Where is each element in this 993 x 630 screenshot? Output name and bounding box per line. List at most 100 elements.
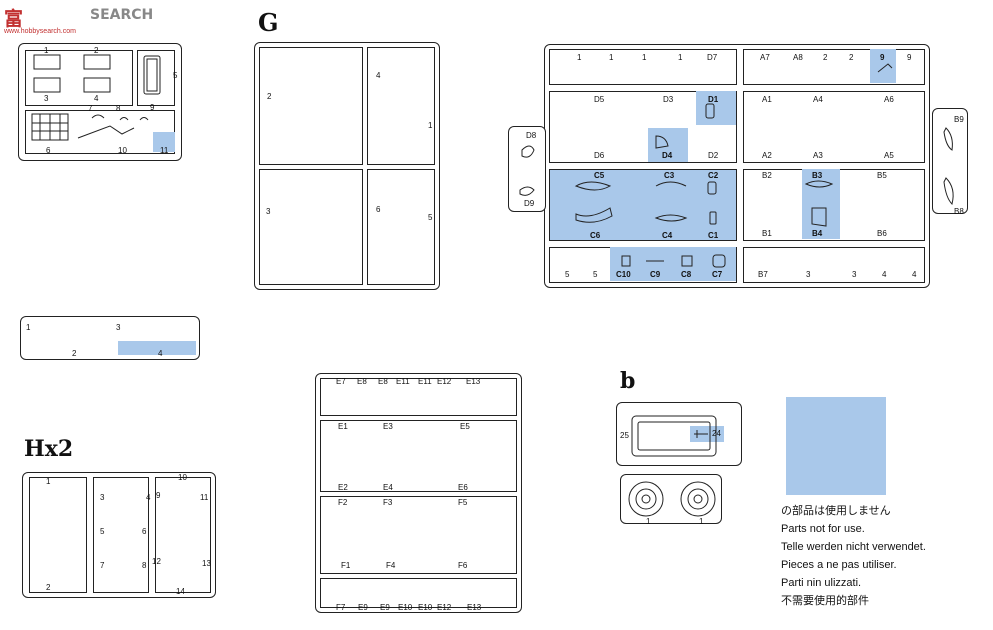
legend-line-it: Parti nin ulizzati. [781, 577, 862, 589]
part-label: C2 [708, 171, 719, 180]
sprue-g-parts-top [367, 47, 435, 165]
part-label: A8 [793, 53, 803, 62]
sprue-e-row3 [320, 496, 517, 574]
part-label: 1 [26, 323, 31, 332]
part-label: C9 [650, 270, 661, 279]
part-label: 1 [678, 53, 683, 62]
part-label: D8 [526, 131, 537, 140]
part-label: E10 [398, 603, 413, 612]
part-label: B1 [762, 229, 772, 238]
part-label: E11 [418, 377, 432, 386]
part-label: A5 [884, 151, 894, 160]
part-label: 4 [882, 270, 887, 279]
part-label: 1 [642, 53, 647, 62]
part-label: 10 [118, 146, 127, 155]
part-label: 5 [173, 71, 178, 80]
part-label: F7 [336, 603, 346, 612]
part-label: 2 [94, 46, 99, 55]
unused-part-highlight [610, 247, 736, 281]
part-label: C6 [590, 231, 601, 240]
part-label: D5 [594, 95, 605, 104]
part-label: 10 [178, 473, 187, 482]
part-label: D3 [663, 95, 674, 104]
part-label: F2 [338, 498, 348, 507]
part-label: 1 [699, 517, 704, 526]
part-label: E11 [396, 377, 410, 386]
part-label: 12 [152, 557, 161, 566]
part-label: B8 [954, 207, 964, 216]
main-row-bottom-right [743, 247, 925, 283]
sprue-h [22, 472, 216, 598]
legend-line-en: Parts not for use. [781, 523, 865, 535]
part-label: E2 [338, 483, 348, 492]
sprue-h-wheel-bay [29, 477, 87, 593]
part-label: 7 [100, 561, 105, 570]
part-label: E8 [378, 377, 388, 386]
part-label: 2 [267, 92, 272, 101]
sprue-e-row2 [320, 420, 517, 492]
part-label: 3 [852, 270, 857, 279]
part-label: 25 [620, 431, 629, 440]
legend-line-ja: の部品は使用しません [781, 505, 891, 517]
unused-part-highlight [870, 49, 896, 83]
part-label: C10 [616, 270, 631, 279]
part-label: F3 [383, 498, 393, 507]
part-label: F5 [458, 498, 468, 507]
watermark-search-text: SEARCH [90, 7, 154, 23]
sprue-g-horse-2 [259, 47, 363, 165]
main-row-c-unused [549, 169, 737, 241]
part-label: E7 [336, 377, 346, 386]
sprue-rifles [20, 316, 200, 360]
part-label: 1 [646, 517, 651, 526]
part-label: 9 [907, 53, 912, 62]
part-label: A4 [813, 95, 823, 104]
part-label: 14 [176, 587, 185, 596]
part-label: 3 [116, 323, 121, 332]
part-label: 3 [806, 270, 811, 279]
part-label: 2 [823, 53, 828, 62]
part-label: E4 [383, 483, 393, 492]
part-label: C7 [712, 270, 723, 279]
part-label: 6 [142, 527, 147, 536]
part-label: C4 [662, 231, 673, 240]
part-label: D4 [662, 151, 673, 160]
part-label: C8 [681, 270, 692, 279]
part-label: B7 [758, 270, 768, 279]
part-label: B4 [812, 229, 823, 238]
part-label: 11 [160, 146, 169, 155]
sprue-g [254, 42, 440, 290]
part-label: 3 [100, 493, 105, 502]
part-label: 6 [46, 146, 51, 155]
part-label: A2 [762, 151, 772, 160]
part-label: 3 [266, 207, 271, 216]
part-label: 4 [376, 71, 381, 80]
part-label: E12 [437, 377, 452, 386]
legend-line-zh: 不需要使用的部件 [781, 595, 869, 607]
sprue-b-title: b [620, 368, 636, 394]
part-label: B5 [877, 171, 887, 180]
part-label: 9 [156, 491, 161, 500]
part-label: 5 [428, 213, 433, 222]
part-label: 4 [146, 493, 151, 502]
part-label: B3 [812, 171, 823, 180]
part-label: E3 [383, 422, 393, 431]
sprue-e-row1 [320, 378, 517, 416]
part-label: E1 [338, 422, 348, 431]
part-label: 1 [46, 477, 51, 486]
main-row-a [743, 91, 925, 163]
part-label: B9 [954, 115, 964, 124]
legend-line-de: Telle werden nicht verwendet. [781, 541, 926, 553]
part-label: 8 [116, 104, 121, 113]
part-label: D2 [708, 151, 719, 160]
part-label: 6 [376, 205, 381, 214]
part-label: 4 [94, 94, 99, 103]
main-row1-left [549, 49, 737, 85]
part-label: C1 [708, 231, 719, 240]
part-label: C3 [664, 171, 675, 180]
part-label: F6 [458, 561, 468, 570]
unused-parts-swatch [786, 397, 886, 495]
part-label: 7 [88, 104, 93, 113]
part-label: A7 [760, 53, 770, 62]
part-label: E8 [357, 377, 367, 386]
part-label: 3 [44, 94, 49, 103]
